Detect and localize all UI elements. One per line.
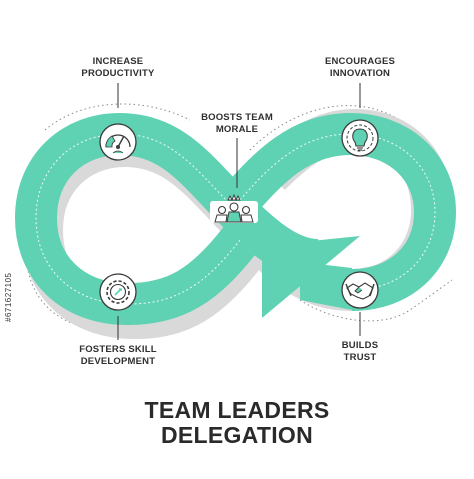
label-boosts-team-morale: BOOSTS TEAM MORALE xyxy=(187,112,287,136)
label-boosts-team-morale-line-1: BOOSTS TEAM xyxy=(201,112,273,123)
dotted-guide-top-left xyxy=(44,103,191,131)
label-builds-trust-line-2: TRUST xyxy=(343,352,377,363)
band-inner-line xyxy=(35,133,436,305)
lightbulb-gear-icon xyxy=(341,119,379,157)
label-builds-trust: BUILDS TRUST xyxy=(320,340,400,364)
label-increase-productivity-line-1: INCREASE xyxy=(92,56,144,67)
label-encourages-innovation-line-2: INNOVATION xyxy=(329,68,391,79)
label-boosts-team-morale-line-2: MORALE xyxy=(215,124,259,135)
band-inner-line-left xyxy=(35,133,241,305)
label-fosters-skill-development: FOSTERS SKILL DEVELOPMENT xyxy=(63,344,173,368)
label-encourages-innovation: ENCOURAGES INNOVATION xyxy=(310,56,410,80)
team-crown-icon xyxy=(210,193,258,223)
label-builds-trust-line-1: BUILDS xyxy=(341,340,379,351)
band-inner-line-right xyxy=(239,133,436,291)
stock-image-id: #671627105 xyxy=(4,272,13,323)
diagram-title: TEAM LEADERS DELEGATION xyxy=(0,398,474,448)
gear-cycle-icon xyxy=(99,273,137,311)
dotted-guide-top-right xyxy=(249,105,453,241)
label-fosters-skill-development-line-2: DEVELOPMENT xyxy=(80,356,156,367)
band-arrow-stem xyxy=(300,262,352,310)
dotted-guide-bottom-right xyxy=(299,279,453,322)
handshake-icon xyxy=(341,271,379,309)
label-increase-productivity-line-2: PRODUCTIVITY xyxy=(81,68,155,79)
label-fosters-skill-development-line-1: FOSTERS SKILL xyxy=(79,344,157,355)
diagram-title-line-1: TEAM LEADERS xyxy=(144,397,330,423)
label-increase-productivity: INCREASE PRODUCTIVITY xyxy=(68,56,168,80)
label-encourages-innovation-line-1: ENCOURAGES xyxy=(324,56,396,67)
gauge-icon xyxy=(99,123,137,161)
diagram-title-line-2: DELEGATION xyxy=(160,422,314,448)
leader-lines xyxy=(117,83,361,340)
